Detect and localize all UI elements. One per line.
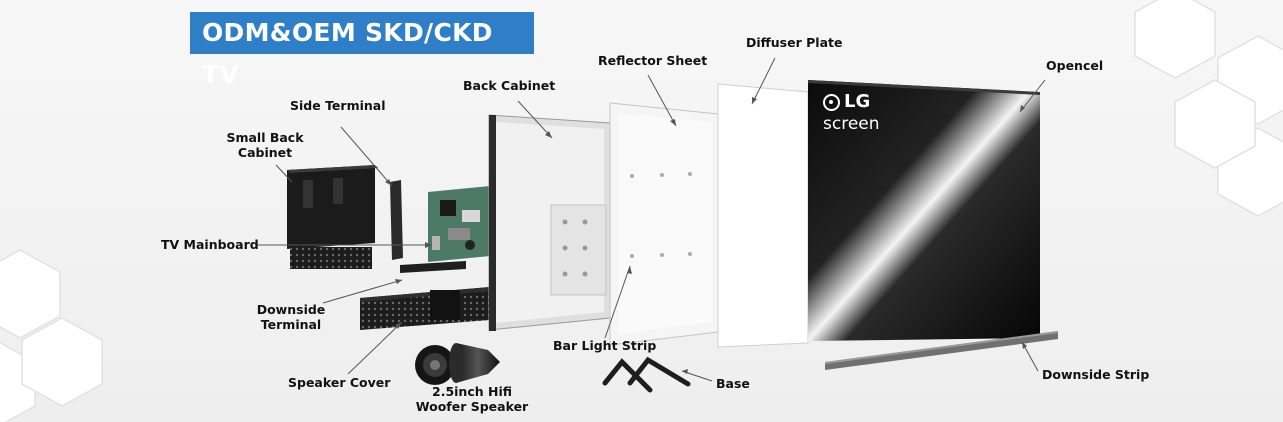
label-reflector-sheet: Reflector Sheet bbox=[598, 53, 707, 68]
label-side-terminal: Side Terminal bbox=[290, 98, 386, 113]
label-speaker-cover: Speaker Cover bbox=[288, 375, 390, 390]
tv-mainboard-part bbox=[400, 186, 490, 273]
label-downside-terminal-line1: Downside bbox=[251, 302, 331, 317]
brand-sub-text: screen bbox=[823, 114, 880, 134]
lg-circle-icon bbox=[823, 94, 840, 111]
label-diffuser-plate: Diffuser Plate bbox=[746, 35, 842, 50]
panel-brand: LG screen bbox=[823, 92, 880, 134]
back-cabinet-part bbox=[489, 115, 610, 331]
label-downside-terminal-line2: Terminal bbox=[251, 317, 331, 332]
label-base: Base bbox=[716, 376, 750, 391]
reflector-sheet-part bbox=[610, 103, 718, 345]
brand-logo-text: LG bbox=[844, 92, 870, 112]
label-downside-strip: Downside Strip bbox=[1042, 367, 1149, 382]
label-woofer-speaker: 2.5inch Hifi Woofer Speaker bbox=[410, 384, 534, 414]
banner-title: ODM&OEM SKD/CKD TV bbox=[190, 12, 534, 54]
speaker-cover-part bbox=[360, 287, 490, 330]
label-small-back-cabinet: Small Back Cabinet bbox=[222, 130, 308, 160]
small-back-cabinet-part bbox=[287, 165, 378, 269]
label-woofer-line2: Woofer Speaker bbox=[410, 399, 534, 414]
woofer-speaker-part bbox=[415, 343, 500, 385]
lg-logo: LG bbox=[823, 92, 880, 112]
label-small-back-cabinet-line1: Small Back bbox=[222, 130, 308, 145]
label-tv-mainboard: TV Mainboard bbox=[161, 237, 259, 252]
side-terminal-part bbox=[390, 180, 403, 260]
label-bar-light-strip: Bar Light Strip bbox=[553, 338, 656, 353]
diffuser-plate-part bbox=[718, 84, 808, 347]
base-stand-part bbox=[605, 360, 688, 390]
label-opencel: Opencel bbox=[1046, 58, 1103, 73]
label-woofer-line1: 2.5inch Hifi bbox=[410, 384, 534, 399]
label-downside-terminal: Downside Terminal bbox=[251, 302, 331, 332]
label-small-back-cabinet-line2: Cabinet bbox=[222, 145, 308, 160]
label-back-cabinet: Back Cabinet bbox=[463, 78, 555, 93]
